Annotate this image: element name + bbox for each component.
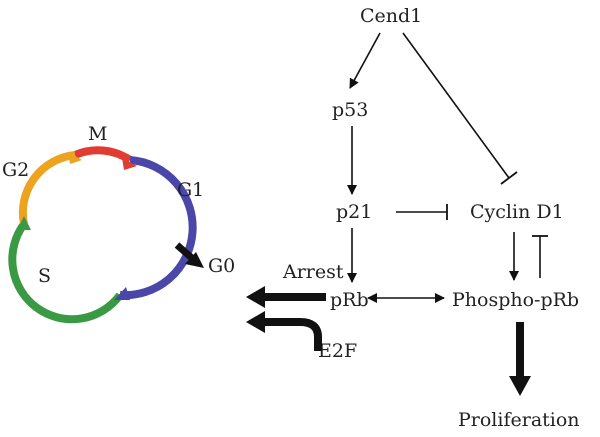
node-p21: p21 bbox=[336, 201, 372, 223]
phase-label-m: M bbox=[88, 123, 107, 145]
edge-cend1-p53 bbox=[349, 32, 381, 89]
edge-cend1-cyclind1-bar bbox=[500, 171, 518, 185]
phase-label-s: S bbox=[38, 265, 51, 287]
phase-arc-g2 bbox=[18, 151, 76, 225]
edge-cend1-cyclind1 bbox=[402, 32, 510, 179]
phase-arrowhead-m bbox=[68, 152, 82, 164]
g0-exit-arrow bbox=[174, 242, 196, 262]
phase-arrowhead-g2 bbox=[17, 216, 31, 230]
node-e2f: E2F bbox=[318, 340, 357, 362]
phase-label-g2: G2 bbox=[2, 159, 29, 181]
edge-phosphoprb-proliferation-arrowhead bbox=[509, 376, 531, 396]
edge-prb-arrest-arrowhead bbox=[246, 286, 265, 308]
node-p53: p53 bbox=[332, 99, 368, 121]
edge-e2f-arrest bbox=[262, 318, 322, 351]
g0-exit-arrowhead bbox=[185, 252, 204, 268]
phase-arc-g1 bbox=[119, 156, 197, 300]
phase-arrowhead-g1 bbox=[122, 158, 137, 170]
phase-arc-m bbox=[73, 146, 133, 164]
node-prb: pRb bbox=[330, 289, 369, 311]
phase-arc-s bbox=[8, 221, 124, 324]
phase-arrowhead-s bbox=[114, 287, 130, 300]
node-phospho-prb: Phospho-pRb bbox=[452, 289, 579, 311]
phase-label-g1: G1 bbox=[177, 179, 204, 201]
node-cyclin-d1: Cyclin D1 bbox=[470, 201, 564, 223]
node-cend1: Cend1 bbox=[360, 5, 422, 27]
edge-e2f-arrest-arrowhead bbox=[246, 311, 265, 333]
node-arrest: Arrest bbox=[282, 261, 344, 283]
g0-label: G0 bbox=[208, 255, 235, 277]
cell-cycle-ring: M G1 S G2 G0 bbox=[2, 123, 235, 324]
node-proliferation: Proliferation bbox=[458, 409, 580, 431]
